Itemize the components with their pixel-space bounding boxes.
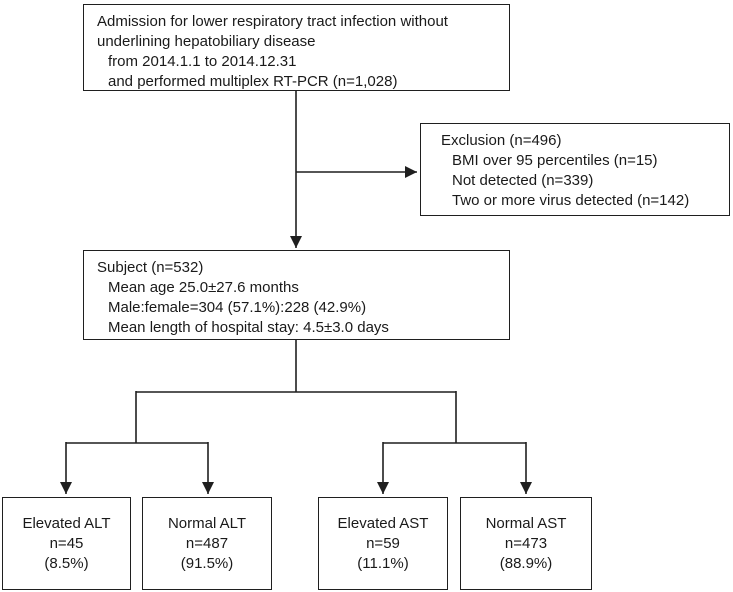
text-line: and performed multiplex RT-PCR (n=1,028) bbox=[108, 73, 398, 90]
text-line: n=45 bbox=[49, 534, 84, 552]
text-line: (88.9%) bbox=[499, 554, 553, 572]
text-line: Elevated AST bbox=[337, 514, 429, 532]
node-normal-alt: Normal ALT n=487 (91.5%) bbox=[142, 497, 272, 590]
text-line: from 2014.1.1 to 2014.12.31 bbox=[108, 53, 297, 70]
node-exclusion: Exclusion (n=496) BMI over 95 percentile… bbox=[420, 123, 730, 216]
node-admission: Admission for lower respiratory tract in… bbox=[83, 4, 510, 91]
text-line: (8.5%) bbox=[44, 554, 89, 572]
text-line: Normal ALT bbox=[167, 514, 247, 532]
text-line: Mean length of hospital stay: 4.5±3.0 da… bbox=[108, 319, 389, 336]
text-line: Not detected (n=339) bbox=[452, 172, 594, 189]
text-line: Admission for lower respiratory tract in… bbox=[97, 13, 448, 30]
text-line: Male:female=304 (57.1%):228 (42.9%) bbox=[108, 299, 367, 316]
text-line: BMI over 95 percentiles (n=15) bbox=[452, 152, 658, 169]
text-line: Two or more virus detected (n=142) bbox=[452, 192, 690, 209]
text-line: Exclusion (n=496) bbox=[441, 132, 562, 149]
text-line: (91.5%) bbox=[180, 554, 234, 572]
node-subject: Subject (n=532) Mean age 25.0±27.6 month… bbox=[83, 250, 510, 340]
text-line: (11.1%) bbox=[357, 554, 409, 572]
text-line: Normal AST bbox=[485, 514, 567, 532]
node-elevated-ast: Elevated AST n=59 (11.1%) bbox=[318, 497, 448, 590]
text-line: n=473 bbox=[504, 534, 548, 552]
text-line: n=487 bbox=[185, 534, 229, 552]
node-elevated-alt: Elevated ALT n=45 (8.5%) bbox=[2, 497, 131, 590]
text-line: n=59 bbox=[366, 534, 400, 552]
text-line: Mean age 25.0±27.6 months bbox=[108, 279, 299, 296]
text-line: Subject (n=532) bbox=[97, 259, 204, 276]
text-line: Elevated ALT bbox=[22, 514, 111, 532]
text-line: underlining hepatobiliary disease bbox=[97, 33, 316, 50]
node-normal-ast: Normal AST n=473 (88.9%) bbox=[460, 497, 592, 590]
